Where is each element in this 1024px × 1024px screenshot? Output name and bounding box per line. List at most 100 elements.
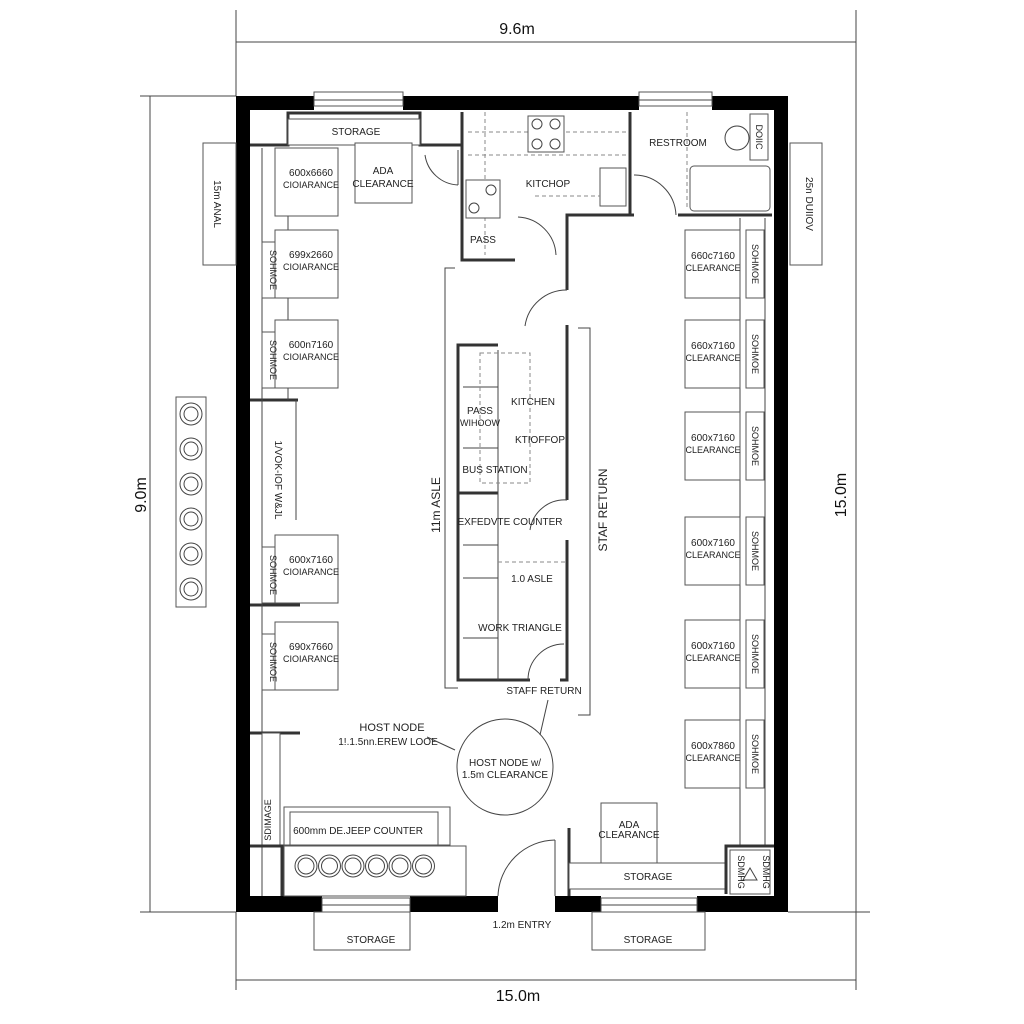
bottom-right-zone: ADA CLEARANCE STORAGE SDMHG SDMHG	[567, 802, 774, 896]
dimension-left: 9.0m	[133, 95, 236, 913]
svg-text:DOIIC: DOIIC	[754, 124, 764, 150]
ada-clearance-top: ADA CLEARANCE	[352, 142, 414, 204]
pass-label: PASS	[470, 235, 496, 246]
windows	[313, 91, 713, 913]
kitchen-island: PASS WIHOOW KITCHEN KTIOFFOP BUS STATION…	[456, 260, 582, 736]
svg-text:KITCHEN: KITCHEN	[511, 397, 555, 408]
table-clearance: CLEARANCE	[685, 550, 740, 560]
table-size: 699x2660	[289, 250, 333, 261]
table-clearance: CLEARANCE	[685, 445, 740, 455]
seat-icon	[179, 472, 203, 496]
svg-text:SDIMAGE: SDIMAGE	[263, 799, 273, 841]
exterior-left-box: 15m ANAL	[202, 142, 237, 266]
bench-label: SOHMOE	[268, 340, 278, 380]
warning-icon	[742, 867, 758, 881]
stool-icon	[412, 854, 435, 878]
svg-text:STORAGE: STORAGE	[347, 935, 396, 946]
svg-text:BUS STATION: BUS STATION	[462, 465, 527, 476]
table-clearance: CIOIARANCE	[283, 180, 339, 190]
svg-text:11m ASLE: 11m ASLE	[429, 477, 443, 533]
bottom-storage-right: STORAGE	[591, 911, 706, 951]
deep-counter: 600mm DE.JEEP COUNTER	[283, 806, 467, 897]
svg-text:STAFF RETURN: STAFF RETURN	[506, 686, 581, 697]
table-clearance: CLEARANCE	[685, 753, 740, 763]
stool-icon	[318, 854, 341, 878]
bench-label: SOHMOE	[750, 426, 760, 466]
bench-label: SOHMOE	[750, 734, 760, 774]
table-size: 600x7160	[691, 538, 735, 549]
dimension-top-label: 9.6m	[499, 21, 535, 38]
bottom-storage-left: STORAGE	[313, 911, 411, 951]
kitchen-label: KITCHOP	[526, 179, 571, 190]
toilet-icon	[724, 125, 750, 151]
table-size: 600x7160	[691, 641, 735, 652]
seat-icon	[179, 507, 203, 531]
svg-text:SDMHG: SDMHG	[736, 855, 746, 889]
svg-text:STAF RETURN: STAF RETURN	[596, 468, 610, 551]
bench-label: SOHMOE	[268, 250, 278, 290]
stool-icon	[341, 854, 365, 878]
svg-text:25n DUIIOV: 25n DUIIOV	[803, 177, 814, 231]
bench-label: SOHMOE	[750, 244, 760, 284]
dimension-right-label: 15.0m	[833, 473, 850, 517]
restroom: RESTROOM DOIIC	[630, 112, 772, 217]
svg-text:1.0 ASLE: 1.0 ASLE	[511, 574, 553, 585]
table-size: 660x7160	[691, 341, 735, 352]
bathtub-icon	[689, 165, 771, 212]
storage-bottom-right	[568, 862, 727, 890]
table-size: 600x7160	[289, 555, 333, 566]
bench-label: SOHMOE	[750, 634, 760, 674]
table-clearance: CLEARANCE	[685, 263, 740, 273]
seat-icon	[179, 542, 203, 566]
exterior-bench	[175, 396, 207, 608]
svg-text:STORAGE: STORAGE	[624, 935, 673, 946]
stool-icon	[388, 854, 412, 878]
svg-text:SDMHG: SDMHG	[761, 855, 771, 889]
stool-icon	[365, 854, 388, 878]
svg-text:ADA: ADA	[619, 820, 640, 831]
svg-text:WIHOOW: WIHOOW	[460, 418, 500, 428]
svg-text:HOST NODE w/: HOST NODE w/	[469, 758, 541, 769]
table-clearance: CIOIARANCE	[283, 567, 339, 577]
svg-text:ADA: ADA	[373, 166, 394, 177]
storage-door[interactable]	[424, 150, 459, 186]
bench-label: SOHMOE	[268, 642, 278, 682]
svg-text:WORK TRIANGLE: WORK TRIANGLE	[478, 623, 562, 634]
table-clearance: CIOIARANCE	[283, 654, 339, 664]
seat-icon	[179, 437, 203, 461]
entry-door[interactable]	[497, 839, 556, 897]
staff-return-aisle: STAF RETURN	[578, 327, 610, 716]
table-clearance: CIOIARANCE	[283, 262, 339, 272]
svg-text:STORAGE: STORAGE	[332, 127, 381, 138]
svg-text:HOST NODE: HOST NODE	[359, 722, 424, 734]
svg-text:1!.1.5nn.EREW LOOE: 1!.1.5nn.EREW LOOE	[338, 737, 438, 748]
main-aisle: 11m ASLE	[429, 267, 458, 689]
table-size: 600x7860	[691, 741, 735, 752]
kitchen-room: KITCHOP PASS	[460, 112, 632, 262]
seat-icon	[179, 402, 203, 426]
dimension-top: 9.6m	[235, 10, 857, 96]
dimension-bottom: 15.0m	[235, 912, 857, 1005]
svg-text:1.5m CLEARANCE: 1.5m CLEARANCE	[462, 770, 548, 781]
svg-text:CLEARANCE: CLEARANCE	[598, 830, 659, 841]
restroom-label: RESTROOM	[649, 138, 707, 149]
storage-top: STORAGE	[250, 111, 462, 147]
dimension-bottom-label: 15.0m	[496, 988, 540, 1005]
svg-text:CLEARANCE: CLEARANCE	[352, 179, 413, 190]
svg-text:15m ANAL: 15m ANAL	[211, 180, 222, 228]
svg-text:1/VOK-IOF W&JL: 1/VOK-IOF W&JL	[272, 441, 283, 520]
dimension-left-label: 9.0m	[133, 477, 150, 513]
bench-label: SOHMOE	[750, 531, 760, 571]
exterior-right-box: 25n DUIIOV	[789, 142, 823, 266]
table-size: 600x7160	[691, 433, 735, 444]
